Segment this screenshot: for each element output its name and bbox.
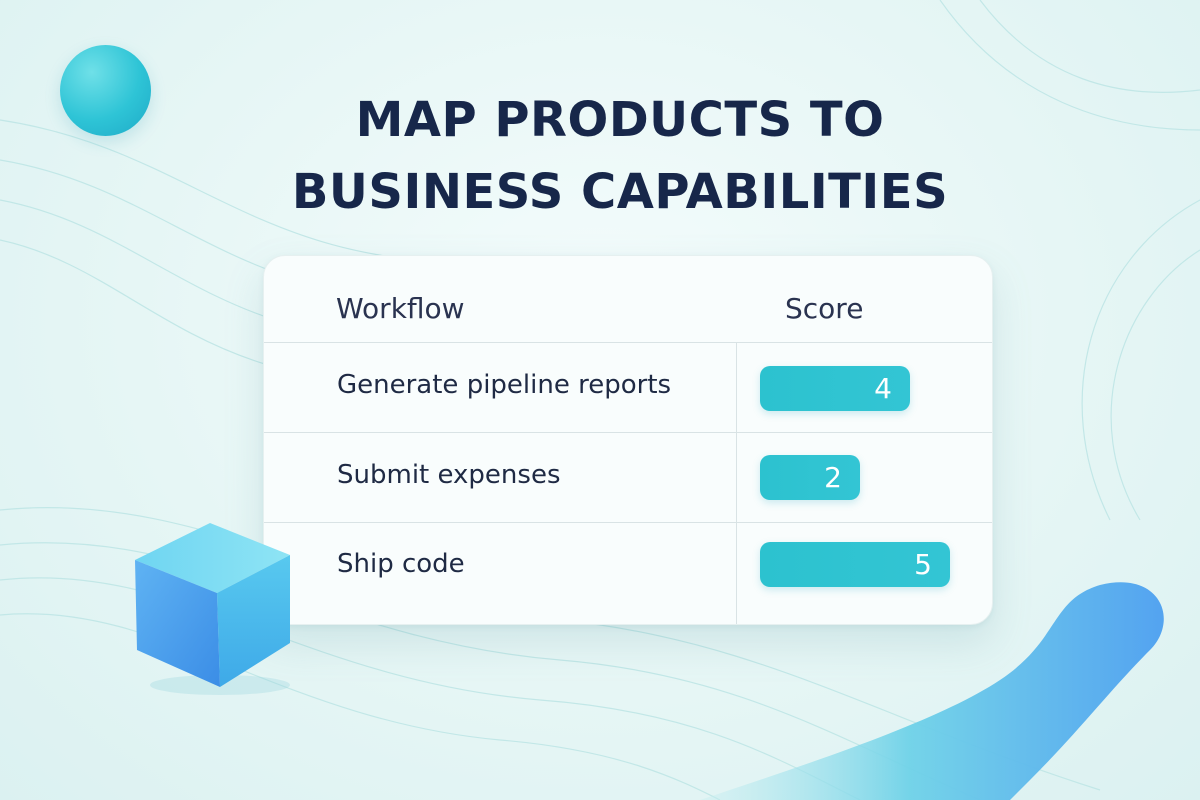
- wave-blob: [700, 582, 1164, 800]
- row-label-ship-code: Ship code: [337, 549, 465, 579]
- workflow-column-header: Workflow: [336, 292, 465, 325]
- workflow-score-table: Workflow Score Generate pipeline reports…: [263, 255, 993, 625]
- row-divider: [264, 342, 992, 343]
- blue-cube-icon: [135, 523, 290, 695]
- title-line-2: BUSINESS CAPABILITIES: [291, 164, 949, 220]
- teal-orb: [60, 45, 151, 136]
- score-column-header: Score: [785, 292, 864, 325]
- row-label-submit-expenses: Submit expenses: [337, 460, 561, 490]
- score-value: 2: [824, 461, 842, 494]
- row-label-generate-pipeline-reports: Generate pipeline reports: [337, 370, 672, 400]
- score-bar-generate-pipeline-reports: 4: [760, 366, 910, 411]
- score-value: 4: [874, 372, 892, 405]
- row-divider: [264, 432, 992, 433]
- row-divider: [264, 522, 992, 523]
- score-bar-ship-code: 5: [760, 542, 950, 587]
- column-divider: [736, 342, 737, 624]
- title-line-1: MAP PRODUCTS TO: [355, 92, 885, 148]
- score-value: 5: [914, 548, 932, 581]
- page-title: MAP PRODUCTS TO BUSINESS CAPABILITIES: [0, 84, 1200, 228]
- score-bar-submit-expenses: 2: [760, 455, 860, 500]
